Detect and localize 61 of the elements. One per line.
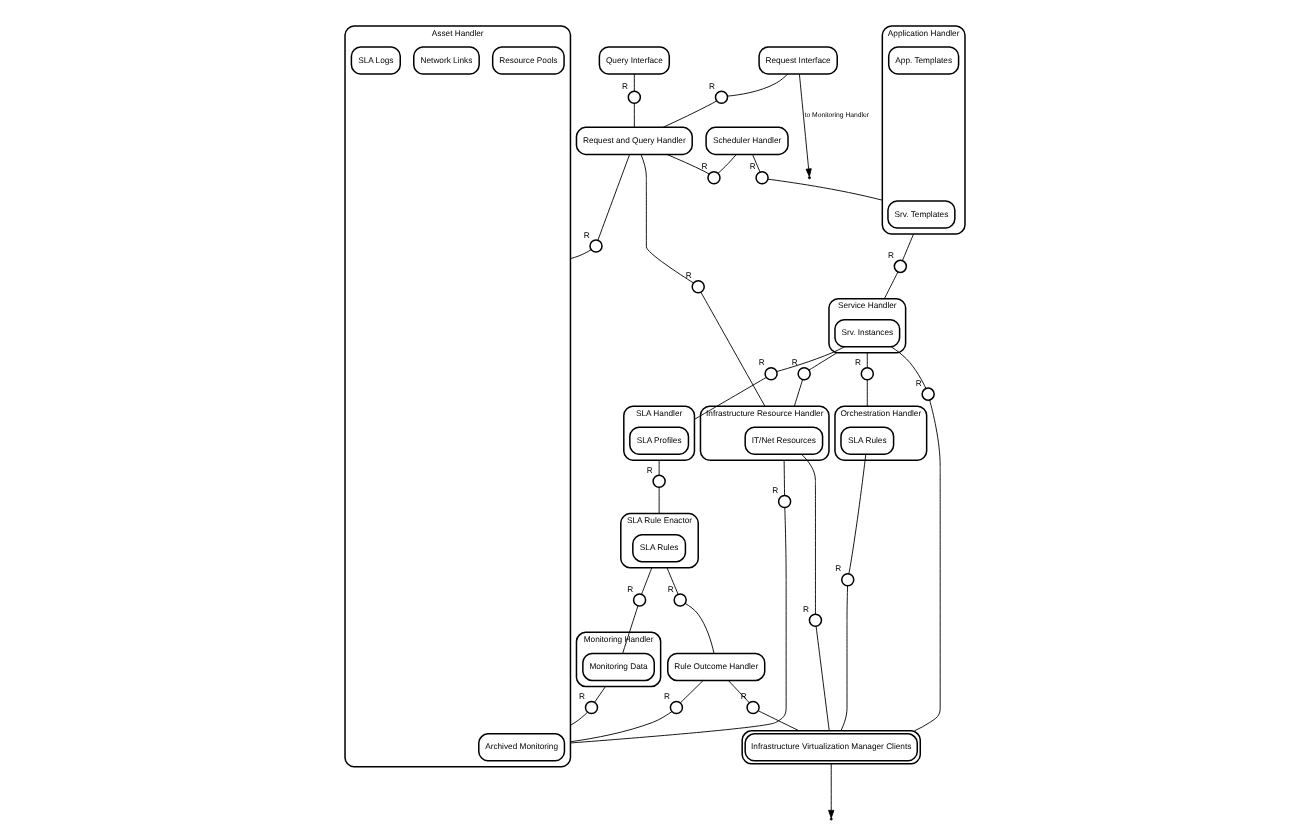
connector (782, 459, 784, 496)
connector (882, 271, 898, 300)
connector (569, 249, 591, 260)
node-circle (807, 613, 822, 628)
connector (639, 154, 693, 284)
node-circle (668, 700, 683, 715)
connector (657, 486, 659, 515)
node-circle (892, 259, 907, 274)
connector (726, 73, 788, 97)
connector (889, 346, 926, 389)
connector (665, 567, 678, 595)
connector (792, 379, 803, 407)
node-circle (745, 700, 759, 715)
node-circle (690, 279, 704, 294)
node-circle (840, 572, 854, 587)
connector (756, 710, 799, 732)
arrow (827, 763, 834, 819)
connector (596, 154, 629, 241)
connector (661, 100, 717, 128)
node-circle (706, 170, 720, 185)
connector (865, 352, 867, 369)
connector (775, 346, 845, 372)
node-circle (754, 170, 768, 185)
connector (640, 567, 652, 595)
connector (865, 379, 867, 407)
connector (807, 352, 837, 371)
connector (632, 103, 634, 128)
connector (679, 680, 703, 704)
connector (569, 711, 587, 726)
connector (726, 680, 749, 704)
connector (900, 233, 913, 262)
node-circle (626, 90, 641, 105)
node-circle (651, 474, 665, 489)
node-circle (713, 90, 728, 105)
node-circle (763, 367, 777, 381)
node-circle (672, 593, 686, 607)
connector (716, 154, 736, 174)
node-circle (920, 387, 934, 401)
node-circle (588, 239, 602, 253)
connector (800, 453, 815, 615)
connector (569, 711, 672, 743)
connector (665, 153, 709, 175)
node-circle (859, 367, 874, 381)
connector (693, 377, 766, 420)
node-circle (631, 593, 646, 607)
arrow (797, 73, 811, 177)
connector (593, 686, 605, 703)
connector (683, 603, 714, 654)
connector (632, 73, 634, 92)
connector (699, 291, 765, 407)
node-circle (776, 494, 791, 509)
connector (847, 453, 866, 575)
connector (751, 154, 760, 173)
connector (657, 459, 659, 476)
connector (766, 178, 882, 201)
node-circle (796, 367, 810, 381)
connector (569, 507, 786, 744)
connector (814, 626, 829, 732)
connector (913, 399, 940, 732)
node-circle (583, 700, 598, 715)
connector (839, 585, 848, 732)
